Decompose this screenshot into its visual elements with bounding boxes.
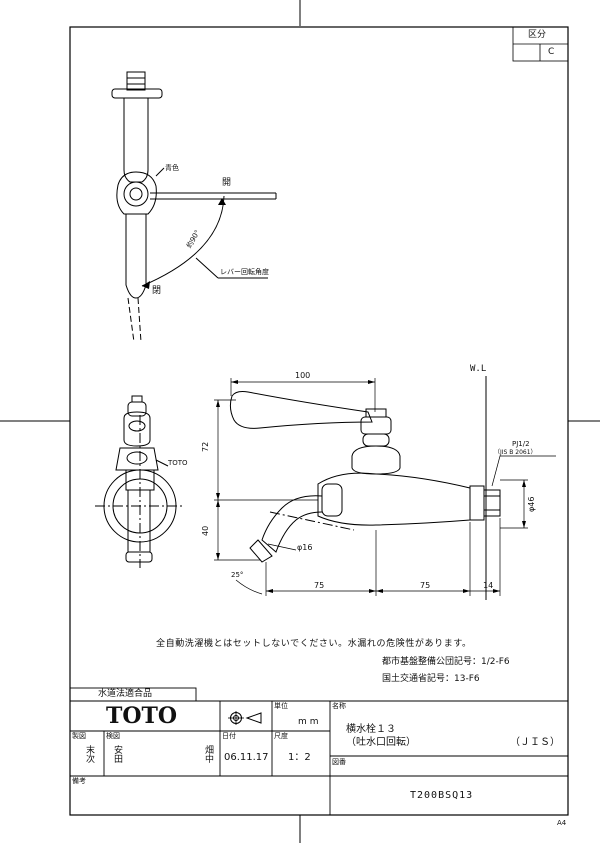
product-name: 横水栓１３: [346, 724, 396, 735]
made-value: 末次: [84, 745, 94, 763]
logo-label: TOTO: [168, 459, 188, 467]
compliance-badge: 水道法適合品: [98, 689, 153, 699]
made-label: 製図: [72, 732, 86, 740]
drawing-number: T200BSQ13: [410, 790, 474, 801]
dim-100: 100: [295, 371, 311, 380]
dim-75-left: 75: [314, 581, 325, 590]
notes-label: 備考: [72, 777, 86, 785]
thread-label: PJ1/2: [512, 440, 530, 448]
notice-text: 全自動洗濯機とはセットしないでください。水漏れの危険性があります。: [156, 639, 472, 649]
unit-value: mm: [298, 717, 322, 727]
jis-label: （JIS B 2061）: [494, 449, 537, 456]
dim-25deg: 25°: [231, 571, 244, 579]
wl-label: W.L: [470, 364, 487, 374]
category-value: C: [548, 47, 555, 57]
date-label: 日付: [222, 732, 236, 740]
drawing-label: 図番: [332, 758, 346, 766]
date-value: 06.11.17: [224, 752, 269, 763]
unit-label: 単位: [274, 702, 288, 710]
lever-angle-label: レバー回転角度: [220, 268, 269, 276]
dim-72: 72: [201, 441, 210, 452]
scale-value: 1：2: [288, 752, 311, 763]
product-standard: （ＪＩＳ）: [510, 737, 560, 748]
dim-phi16: φ16: [297, 543, 313, 552]
brand-logo: TOTO: [106, 703, 178, 729]
metro-code: 都市基盤整備公団記号：1/2-F6: [382, 657, 510, 667]
category-label: 区分: [528, 30, 547, 40]
mlit-code: 国土交通省記号：13-F6: [382, 674, 480, 684]
dim-phi46: φ46: [527, 496, 536, 512]
scale-label: 尺度: [274, 732, 288, 740]
product-name-sub: （吐水口回転）: [346, 737, 416, 748]
paper-size: A4: [557, 819, 567, 827]
approve-value: 畑中: [203, 745, 213, 763]
check-label: 検図: [106, 732, 120, 740]
open-label: 開: [222, 178, 232, 188]
name-label: 名称: [332, 702, 346, 710]
close-label: 閉: [152, 286, 162, 296]
dim-14: 14: [483, 581, 494, 590]
check-value: 安田: [112, 745, 122, 763]
dim-75-right: 75: [420, 581, 431, 590]
color-label: 青色: [165, 164, 179, 172]
projection-symbol-icon: [228, 710, 264, 725]
dim-40: 40: [201, 525, 210, 536]
